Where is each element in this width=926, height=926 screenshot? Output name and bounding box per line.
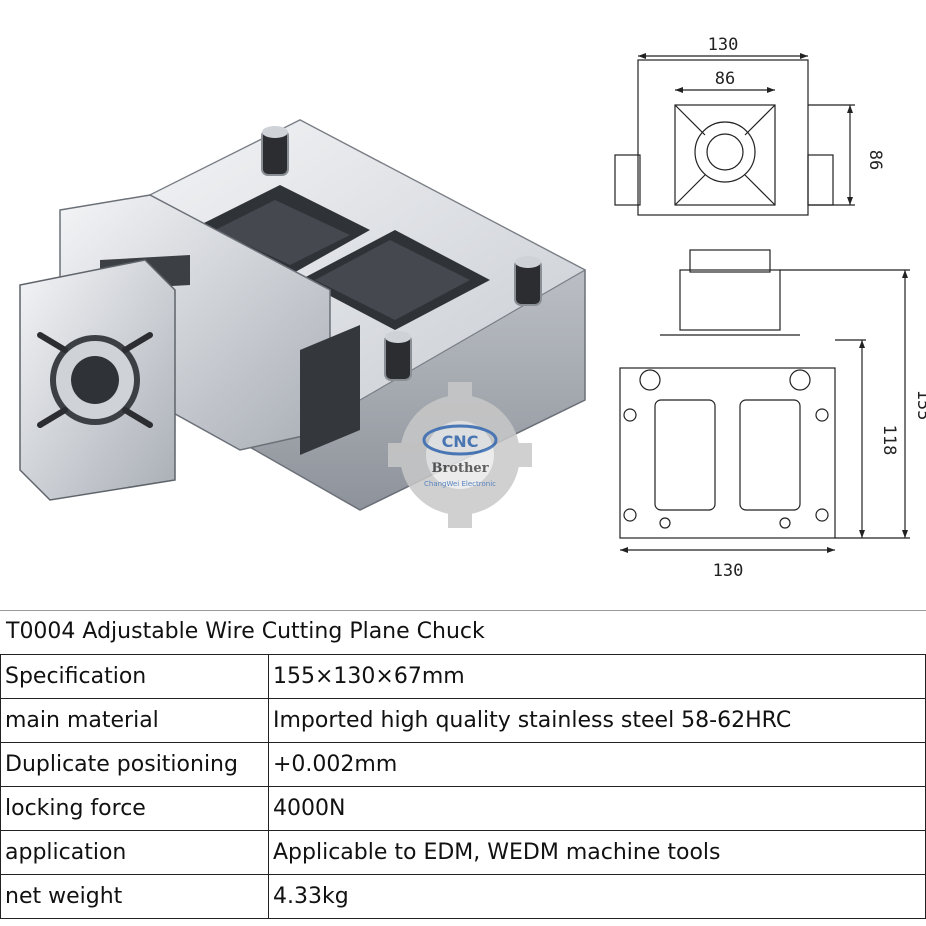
dim-front-body-height: 118 xyxy=(879,425,899,456)
chuck-render-image: CNC Brother ChangWei Electronic xyxy=(19,119,587,528)
spec-label: Specification xyxy=(0,654,269,699)
spec-value: 155×130×67mm xyxy=(268,654,926,699)
dim-top-width: 130 xyxy=(708,35,739,55)
table-row: main material Imported high quality stai… xyxy=(0,698,926,743)
spec-label: application xyxy=(0,830,269,875)
spec-value: Applicable to EDM, WEDM machine tools xyxy=(268,830,926,875)
spec-label: main material xyxy=(0,698,269,743)
dim-top-inner: 86 xyxy=(715,69,735,89)
spec-value: 4000N xyxy=(268,786,926,831)
watermark-sub: ChangWei Electronic xyxy=(424,480,496,488)
spec-title: T0004 Adjustable Wire Cutting Plane Chuc… xyxy=(6,619,485,644)
dim-top-height: 86 xyxy=(865,150,885,170)
watermark-name: Brother xyxy=(431,461,488,476)
table-row: Specification 155×130×67mm xyxy=(0,654,926,699)
top-view-drawing: 130 86 86 xyxy=(614,35,885,216)
dim-front-width: 130 xyxy=(713,561,744,581)
spec-value: +0.002mm xyxy=(268,742,926,787)
spec-value: Imported high quality stainless steel 58… xyxy=(268,698,926,743)
table-row: locking force 4000N xyxy=(0,786,926,831)
front-view-drawing: 130 118 155 xyxy=(619,249,926,581)
dim-front-total-height: 155 xyxy=(913,390,926,421)
spec-value: 4.33kg xyxy=(268,874,926,919)
table-row: Duplicate positioning +0.002mm xyxy=(0,742,926,787)
spec-title-row: T0004 Adjustable Wire Cutting Plane Chuc… xyxy=(0,610,926,654)
table-row: net weight 4.33kg xyxy=(0,874,926,919)
watermark-brand: CNC xyxy=(442,432,479,451)
product-figure: CNC Brother ChangWei Electronic 130 xyxy=(19,35,926,581)
table-row: application Applicable to EDM, WEDM mach… xyxy=(0,830,926,875)
spec-table: Specification 155×130×67mm main material… xyxy=(0,654,926,919)
watermark-logo: CNC Brother ChangWei Electronic xyxy=(388,382,532,528)
spec-label: net weight xyxy=(0,874,269,919)
spec-label: Duplicate positioning xyxy=(0,742,269,787)
spec-label: locking force xyxy=(0,786,269,831)
